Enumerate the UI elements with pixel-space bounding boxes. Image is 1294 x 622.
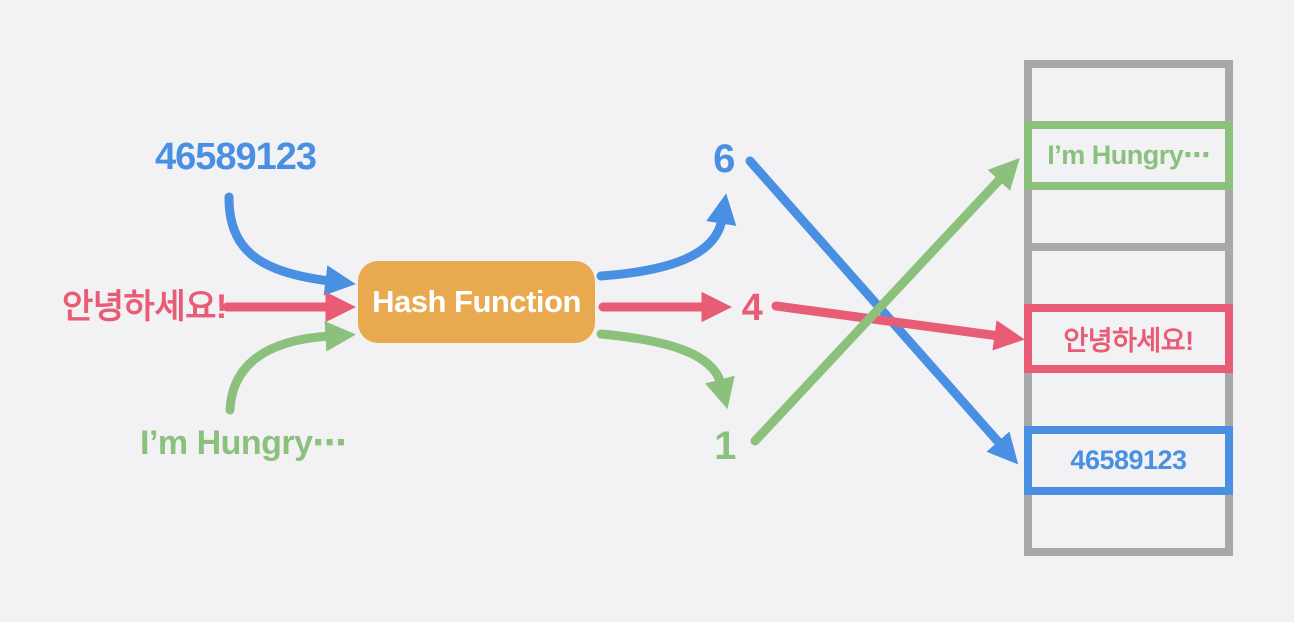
hash-table-slot-5 [1024,365,1233,434]
slot-6-value: 46589123 [1070,445,1187,475]
blue-slot-arrow-icon [745,156,1019,465]
hash-function-box: Hash Function [358,261,595,343]
pink-slot-arrow-icon [771,301,1025,351]
blue-output-arrow-icon [596,193,737,281]
input-key-english: I’m Hungry⋯ [140,424,347,462]
hash-table-slot-6: 46589123 [1024,426,1233,495]
green-input-arrow-icon [225,320,356,415]
input-key-korean: 안녕하세요! [62,288,227,326]
hash-value-number: 6 [713,137,735,181]
hash-table-slot-7 [1024,487,1233,556]
hash-value-korean: 4 [741,287,763,329]
green-output-arrow-icon [596,329,735,410]
input-key-number: 46589123 [155,136,317,178]
hash-table-slot-4: 안녕하세요! [1024,304,1233,373]
green-slot-arrow-icon [750,158,1020,446]
slot-1-value: I’m Hungry⋯ [1047,140,1210,170]
hash-table-slot-2 [1024,182,1233,251]
hash-table-slot-0 [1024,60,1233,129]
hash-table: I’m Hungry⋯ 안녕하세요! 46589123 [1024,60,1233,556]
hash-table-slot-1: I’m Hungry⋯ [1024,121,1233,190]
slot-4-value: 안녕하세요! [1063,326,1194,356]
hash-value-english: 1 [714,424,736,468]
hash-function-label: Hash Function [372,284,581,319]
hash-table-slot-3 [1024,243,1233,312]
blue-input-arrow-icon [224,192,356,296]
